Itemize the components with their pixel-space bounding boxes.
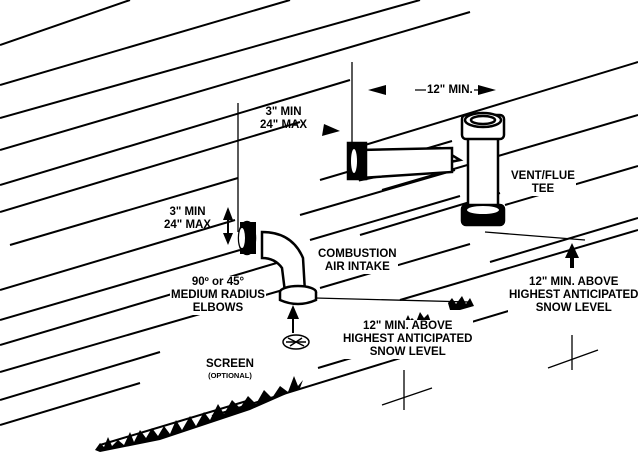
combustion-line2: AIR INTAKE <box>324 261 390 273</box>
screen-text: SCREEN <box>206 358 254 370</box>
snow-center-line3: SNOW LEVEL <box>369 346 446 358</box>
snow-right-line1: 12" MIN. ABOVE <box>529 276 619 288</box>
air-intake-elbow <box>237 220 318 306</box>
elbows-line3: ELBOWS <box>192 302 244 314</box>
elbow-height-label: 3" MIN 24" MAX <box>164 206 211 232</box>
vent-tee-line1: VENT/FLUE <box>511 170 575 182</box>
screen-mesh <box>282 334 310 350</box>
snow-level-right-label: 12" MIN. ABOVE HIGHEST ANTICIPATED SNOW … <box>508 276 638 315</box>
combustion-air-label: COMBUSTION AIR INTAKE <box>317 248 398 274</box>
spacing-label: 12" MIN. <box>426 84 474 97</box>
elbows-label: 90º or 45° MEDIUM RADIUS ELBOWS <box>170 276 266 315</box>
vent-tee-line2: TEE <box>531 183 555 195</box>
elbows-line1: 90º or 45° <box>191 276 245 288</box>
dimension-lines <box>237 62 599 410</box>
screen-label: SCREEN (OPTIONAL) <box>206 358 254 380</box>
optional-text: (OPTIONAL) <box>208 371 252 380</box>
vent-tee-label: VENT/FLUE TEE <box>510 170 576 196</box>
snow-center-line2: HIGHEST ANTICIPATED <box>343 333 473 345</box>
vertical-offset-min: 3" MIN <box>265 106 302 118</box>
snow-center-line1: 12" MIN. ABOVE <box>363 320 453 332</box>
vertical-offset-label: 3" MIN 24" MAX <box>260 106 307 132</box>
snow-right-line2: HIGHEST ANTICIPATED <box>509 289 638 301</box>
vertical-offset-max: 24" MAX <box>260 119 307 131</box>
snow-right-line3: SNOW LEVEL <box>535 302 612 314</box>
elbows-line2: MEDIUM RADIUS <box>171 289 265 301</box>
combustion-line1: COMBUSTION <box>318 248 397 260</box>
vent-flue-tee <box>346 111 506 227</box>
snow-level-center-label: 12" MIN. ABOVE HIGHEST ANTICIPATED SNOW … <box>342 320 474 359</box>
elbow-height-min: 3" MIN <box>169 206 206 218</box>
elbow-height-max: 24" MAX <box>164 219 211 231</box>
